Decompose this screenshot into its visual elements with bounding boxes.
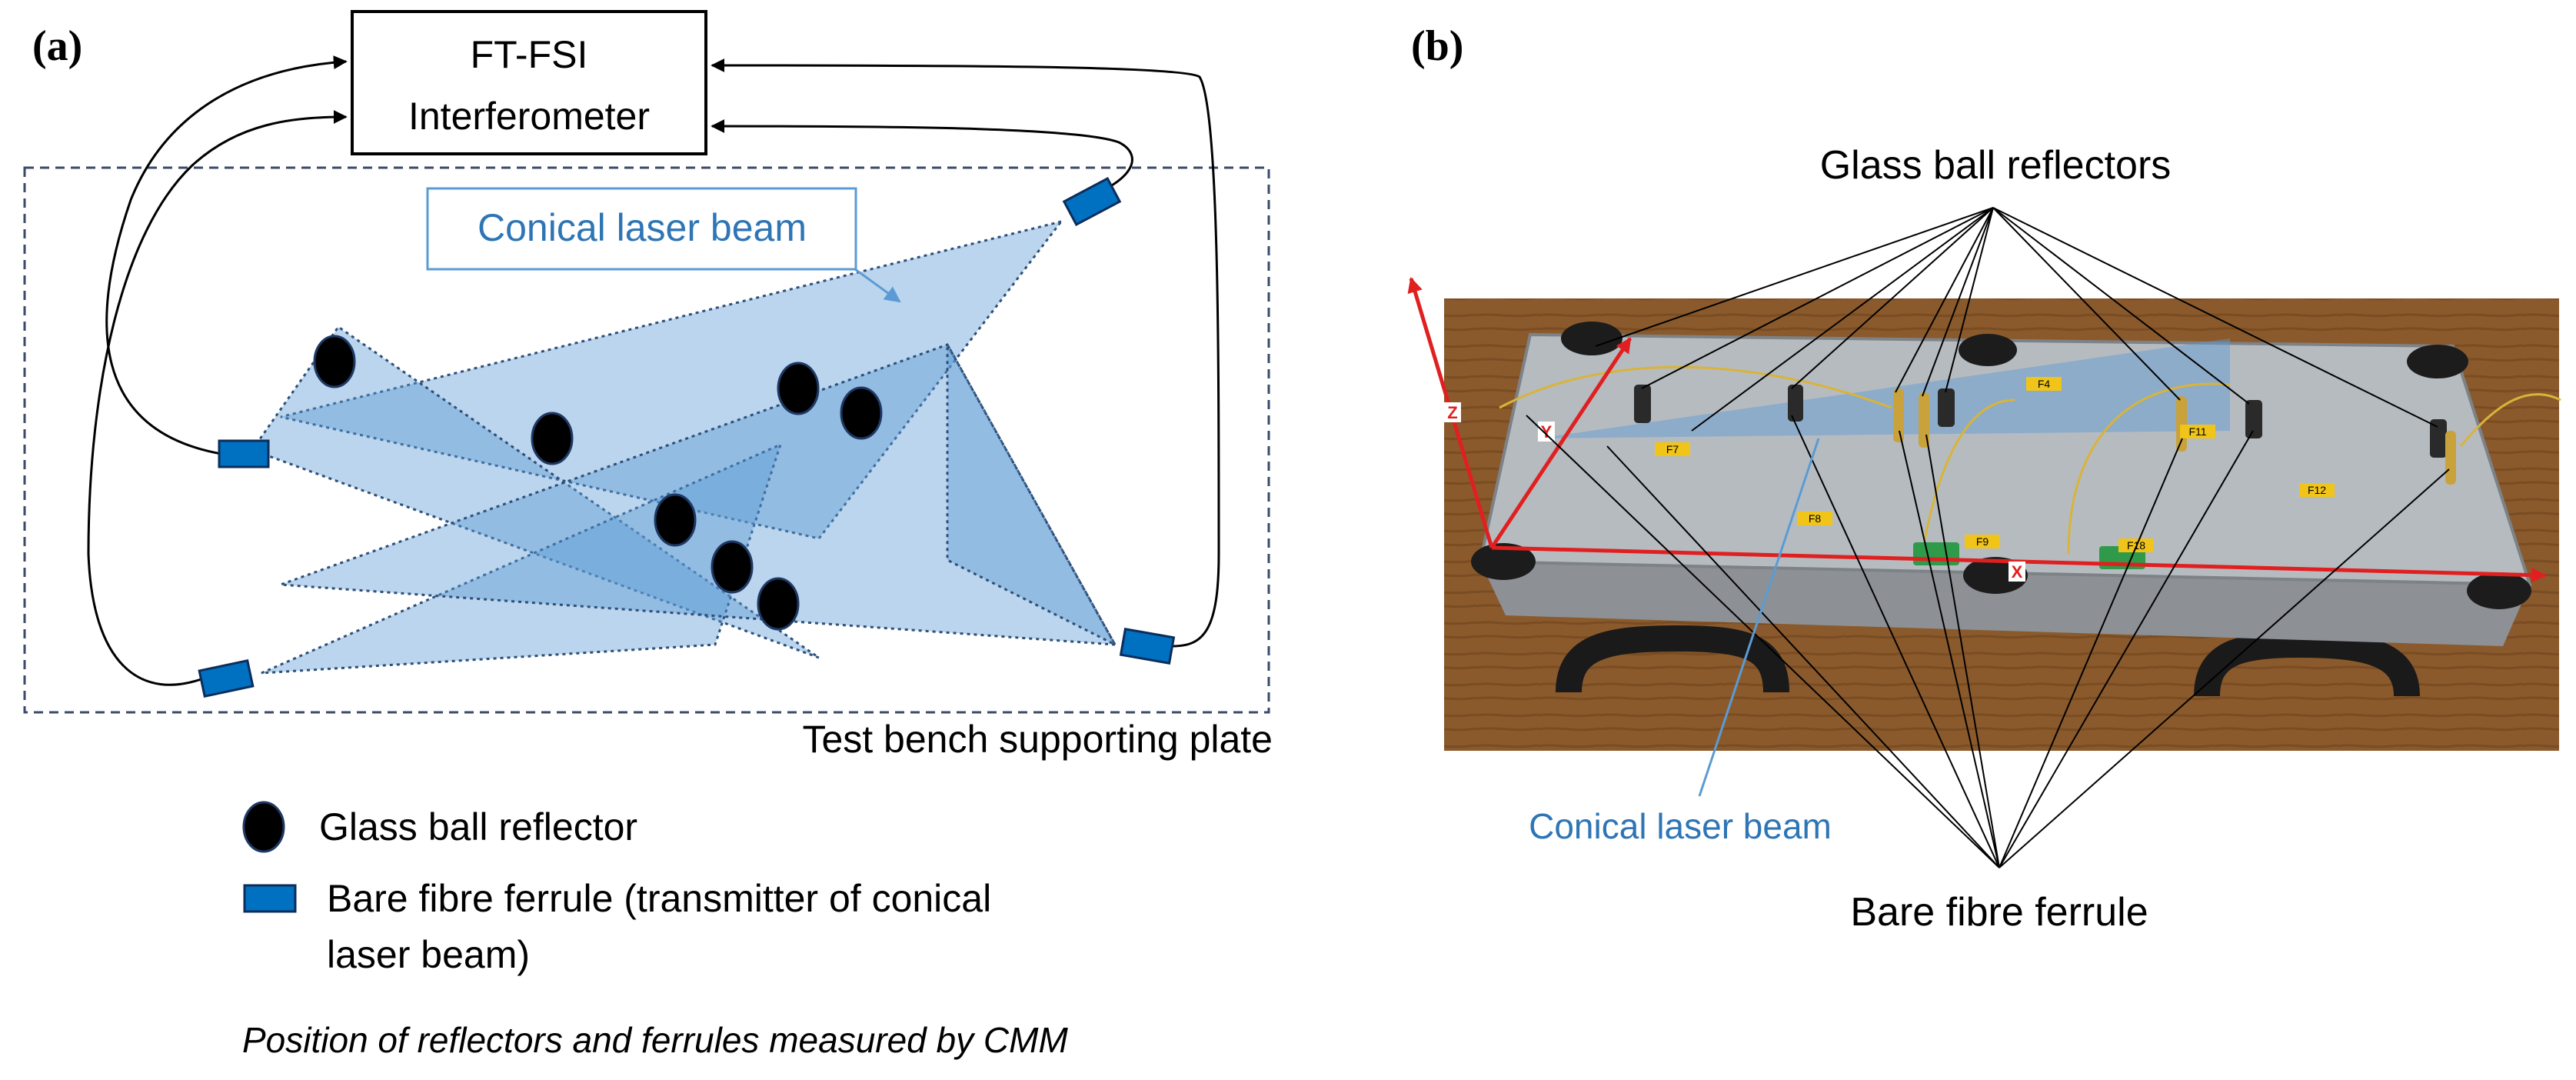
foot (1471, 543, 1536, 580)
photo-reflector (2430, 419, 2447, 458)
legend-reflector-label: Glass ball reflector (319, 805, 637, 848)
photo-beam-label: Conical laser beam (1529, 806, 1832, 846)
tag: F7 (1666, 443, 1679, 455)
handle (2194, 631, 2420, 697)
interferometer-label-line1: FT-FSI (471, 33, 588, 76)
axis-z-tag (1444, 402, 1461, 422)
photo-reflector (1788, 385, 1803, 422)
ferrule-label: Bare fibre ferrule (1850, 890, 2148, 935)
glass-ball-reflector (711, 540, 754, 594)
beam-label: Conical laser beam (478, 206, 807, 249)
beam-cone (946, 340, 1118, 648)
photo-ferrule (1919, 392, 1929, 448)
handle (1556, 625, 1789, 693)
photo-beam-cone (1538, 338, 2230, 438)
tag-bg (2026, 377, 2062, 391)
plate-side (1480, 562, 2530, 646)
legend-ferrule-icon (243, 884, 297, 913)
foot (1561, 322, 1622, 355)
reflectors-label: Glass ball reflectors (1820, 143, 2172, 188)
beam-cone (280, 219, 1064, 540)
glass-ball-reflector (531, 412, 574, 465)
ferrule-callout-lines (1526, 415, 2450, 868)
tag-bg (2180, 425, 2215, 438)
tag: F12 (2308, 484, 2326, 496)
glass-ball-reflector (313, 335, 356, 388)
test-bench-photo: F4 F7 F8 F9 F11 F12 F18 (1444, 298, 2561, 751)
beam-cone (280, 343, 1117, 646)
glass-ball-reflector (840, 386, 883, 440)
fibre-cable (105, 55, 348, 455)
panel-b: (b) (1407, 22, 2561, 935)
interferometer-box (351, 10, 707, 155)
photo-reflector (2245, 400, 2262, 438)
photo-tags: F4 F7 F8 F9 F11 F12 F18 (1655, 377, 2335, 552)
foot (1959, 334, 2017, 366)
axis-x-label: X (2012, 562, 2023, 582)
photo-ferrule (2445, 431, 2456, 485)
photo-reflector-mounts (1634, 385, 2447, 458)
legend-reflector-icon (242, 801, 285, 853)
panel-a-label: (a) (32, 22, 82, 70)
reflector-callout-lines (1595, 207, 2438, 432)
tag-bg (2299, 483, 2335, 497)
aluminium-plate (1478, 332, 2532, 587)
tag: F9 (1976, 535, 1989, 548)
glass-ball-reflector (654, 493, 697, 547)
foot (2467, 572, 2531, 609)
panel-a: (a) FT-FSI Interferometer Test bench sup… (23, 10, 1273, 1060)
tag-bg (1797, 512, 1832, 525)
tag: F4 (2038, 378, 2051, 390)
photo-ferrule (2176, 396, 2187, 452)
foot (2407, 345, 2468, 378)
glass-ball-reflector (777, 362, 820, 415)
fibre-cable (87, 110, 348, 686)
photo-beam-callout-line (1698, 438, 1820, 797)
reflectors (313, 335, 883, 631)
supporting-plate-label: Test bench supporting plate (802, 718, 1273, 761)
photo-ferrule (1893, 388, 1904, 442)
interferometer-label-line2: Interferometer (408, 95, 650, 138)
beam-label-box (426, 187, 857, 271)
tag: F11 (2188, 425, 2206, 438)
legend-ferrule-label-line1: Bare fibre ferrule (transmitter of conic… (327, 877, 991, 920)
legend-ferrule-label-line2: laser beam) (327, 933, 530, 976)
measurement-note: Position of reflectors and ferrules meas… (242, 1020, 1068, 1060)
photo-connector (1913, 542, 1959, 565)
photo-reflector (1634, 385, 1651, 423)
legend: Glass ball reflector Bare fibre ferrule … (242, 801, 991, 976)
glass-ball-reflector (757, 577, 800, 631)
photo-reflector (1938, 388, 1955, 427)
panel-b-label: (b) (1411, 22, 1463, 70)
photo-fibres (1499, 365, 2561, 555)
beam-cones (250, 219, 1118, 675)
tag-bg (1965, 535, 2000, 548)
beam-cone (261, 442, 783, 675)
supporting-plate-outline (23, 166, 1270, 714)
fibre-cable (711, 58, 1220, 648)
axis-z-label: Z (1447, 403, 1457, 422)
ferrule (198, 658, 255, 698)
ferrule (1062, 176, 1122, 227)
ferrule (1119, 627, 1176, 665)
tag-bg (1655, 442, 1690, 456)
beam-label-arrow (854, 268, 901, 303)
fibre-cables (87, 55, 1220, 686)
axis-y (1489, 337, 1632, 549)
ferrules (198, 176, 1176, 698)
axis-x-tag (2009, 562, 2025, 582)
ferrule (218, 439, 270, 468)
tag: F8 (1809, 512, 1822, 525)
fibre-cable (711, 119, 1133, 200)
axis-y-tag (1538, 422, 1555, 442)
feet (1471, 322, 2531, 609)
